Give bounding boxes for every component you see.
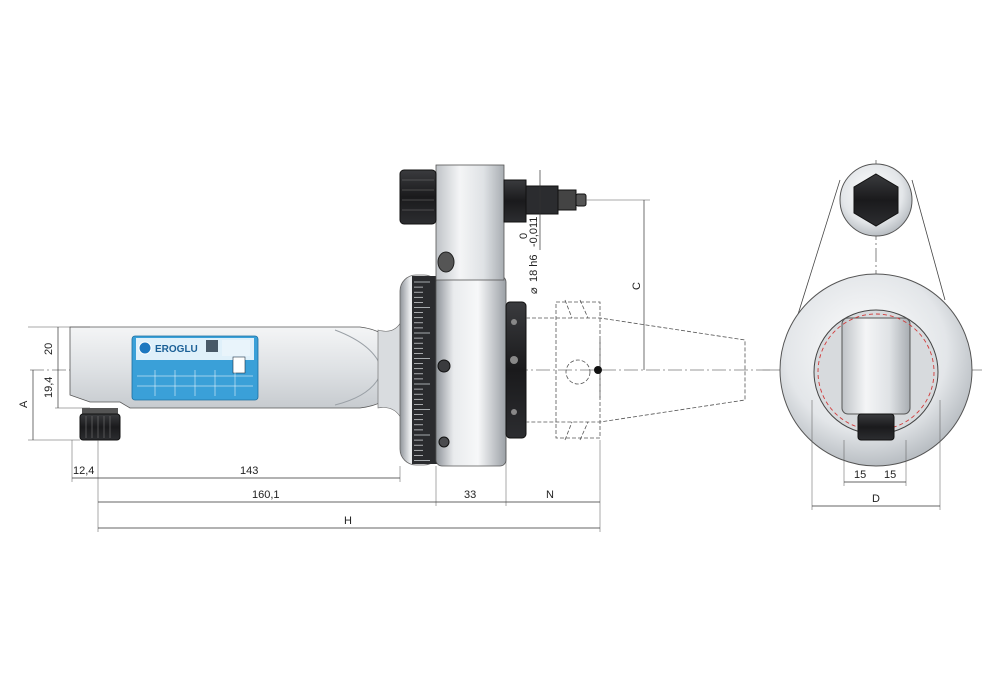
top-collet-nut xyxy=(399,169,437,225)
flange-screw-icon-3 xyxy=(511,409,517,415)
vertical-body-bore-icon xyxy=(437,251,455,273)
section-circle xyxy=(817,313,935,431)
flange-screw-icon xyxy=(511,319,517,325)
tool-sketch-icon xyxy=(232,356,246,374)
brand-logo-icon xyxy=(138,341,152,355)
dim-15-right: 15 xyxy=(884,469,896,481)
side-view xyxy=(770,160,985,467)
brand-label-plate: EROGLU xyxy=(131,335,259,401)
output-shaft xyxy=(503,179,587,223)
lower-collet-nut xyxy=(79,408,121,441)
front-view: EROGLU xyxy=(30,164,770,467)
dim-tol-upper: 0 xyxy=(518,233,530,239)
dimensions: 20 19,4 A 12,4 143 160,1 33 N H C ⌀ 18 h… xyxy=(18,170,941,532)
qr-code-icon xyxy=(206,340,218,352)
side-collet-nut xyxy=(857,413,895,441)
dim-12-4: 12,4 xyxy=(73,465,94,477)
dim-d: D xyxy=(872,493,880,505)
housing-screw-icon-2 xyxy=(438,436,450,448)
machine-taper-outline xyxy=(526,299,746,441)
flange-screw-icon-2 xyxy=(510,356,518,364)
dim-tol-lower: -0,011 xyxy=(528,217,540,247)
scale-ring xyxy=(399,274,441,466)
housing-screw-icon xyxy=(437,359,451,373)
brand-label-text: EROGLU xyxy=(155,344,198,355)
dim-dia-value: 18 h6 xyxy=(528,254,540,282)
vertical-body xyxy=(435,164,505,281)
dim-33: 33 xyxy=(464,489,476,501)
arm-neck xyxy=(377,319,403,421)
dim-143: 143 xyxy=(240,465,258,477)
dim-160-1: 160,1 xyxy=(252,489,280,501)
dim-dia-prefix: ⌀ xyxy=(528,287,540,294)
dim-a: A xyxy=(18,400,30,408)
hex-socket-icon xyxy=(853,173,899,227)
dim-h: H xyxy=(344,515,352,527)
dim-c: C xyxy=(631,282,643,290)
dim-15-left: 15 xyxy=(854,469,866,481)
dim-19-4: 19,4 xyxy=(43,377,55,398)
adapter-flange xyxy=(505,301,527,439)
dim-20: 20 xyxy=(43,343,55,355)
main-housing xyxy=(435,275,507,467)
dim-n: N xyxy=(546,489,554,501)
gauge-point-icon xyxy=(594,366,602,374)
inner-block xyxy=(841,317,911,415)
